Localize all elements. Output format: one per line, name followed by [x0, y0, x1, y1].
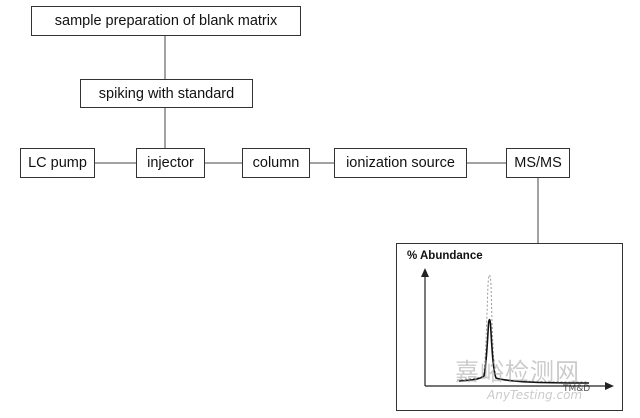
column-label: column — [252, 155, 300, 171]
ionization-source-label: ionization source — [346, 155, 455, 171]
watermark-cn: 嘉峪检测网 — [455, 358, 580, 386]
spiking-label: spiking with standard — [98, 85, 235, 102]
analyte-peak-trace — [458, 318, 590, 384]
ionization-source-box: ionization source — [334, 148, 467, 178]
abundance-axis-label: % Abundance — [407, 250, 483, 262]
injector-box: injector — [136, 148, 205, 178]
msms-label: MS/MS — [514, 155, 562, 171]
watermark-tag: TM&D — [563, 384, 591, 394]
y-axis-arrow-icon — [421, 268, 429, 277]
lc-pump-label: LC pump — [28, 155, 87, 171]
chromatogram-plot — [421, 268, 614, 390]
lc-pump-box: LC pump — [20, 148, 95, 178]
msms-box: MS/MS — [506, 148, 570, 178]
sample-preparation-label: sample preparation of blank matrix — [54, 13, 278, 29]
injector-label: injector — [147, 155, 194, 171]
column-box: column — [242, 148, 310, 178]
reference-peak-trace — [456, 274, 588, 383]
spiking-box: spiking with standard — [80, 79, 253, 108]
sample-preparation-box: sample preparation of blank matrix — [31, 6, 301, 36]
chromatogram-panel: % Abundance — [396, 243, 623, 411]
x-axis-arrow-icon — [605, 382, 614, 390]
watermark-en: AnyTesting.com — [487, 388, 583, 402]
